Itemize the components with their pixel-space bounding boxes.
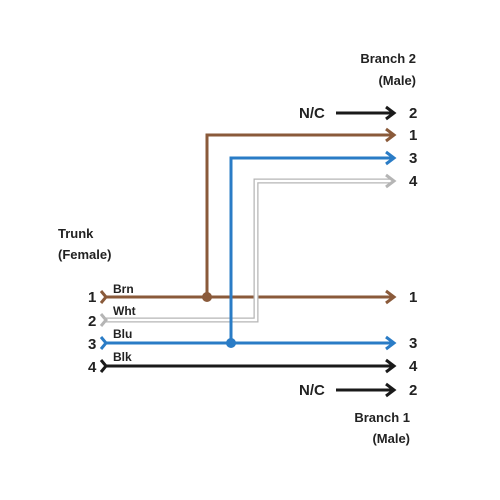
branch1-nc-label: N/C: [299, 382, 325, 399]
brown-wire-arrow-branch2: [385, 127, 397, 143]
branch2-title: Branch 2: [360, 51, 416, 66]
wire-label-white: Wht: [113, 304, 136, 318]
branch1-pin-label: 4: [409, 358, 418, 375]
branch2-pin-label: 4: [409, 173, 418, 190]
branch2-pin-label: 1: [409, 127, 417, 144]
white-wire: [99, 173, 397, 327]
trunk-subtitle: (Female): [58, 247, 111, 262]
wire-label-brown: Brn: [113, 282, 134, 296]
white-wire-outline: [104, 178, 392, 323]
blue-wire-arrow-branch2: [385, 150, 397, 166]
branch1-pin-label: 2: [409, 382, 417, 399]
wire-label-blue: Blu: [113, 327, 132, 341]
brown-wire: [99, 127, 397, 305]
branch2-nc-label: N/C: [299, 105, 325, 122]
blue-wire-arrow-branch1: [385, 335, 397, 351]
white-wire-arrow-branch2: [385, 173, 397, 189]
brown-wire-junction-dot: [202, 292, 212, 302]
trunk-title: Trunk: [58, 226, 94, 241]
black-wire-arrow-branch1: [385, 358, 397, 374]
nc-arrow-branch1: [336, 382, 397, 398]
branch2-pin-label: 2: [409, 105, 417, 122]
trunk-pin-label: 3: [88, 336, 96, 353]
wire-label-black: Blk: [113, 350, 132, 364]
branch1-pin-label: 3: [409, 335, 417, 352]
branch1-subtitle: (Male): [372, 431, 410, 446]
blue-wire: [99, 150, 397, 351]
trunk-pin-label: 2: [88, 313, 96, 330]
brown-wire-tap-line: [205, 133, 392, 297]
white-wire-core: [104, 179, 392, 322]
brown-wire-arrow-branch1: [385, 289, 397, 305]
white-wire-trunk-chevron: [99, 313, 108, 327]
nc-arrow-branch2: [336, 105, 397, 121]
black-wire: [99, 358, 397, 374]
blue-wire-junction-dot: [226, 338, 236, 348]
blue-wire-tap-line: [229, 156, 392, 343]
branch1-pin-label: 1: [409, 289, 417, 306]
branch2-pin-label: 3: [409, 150, 417, 167]
trunk-pin-label: 4: [88, 359, 97, 376]
trunk-pin-label: 1: [88, 289, 96, 306]
branch2-subtitle: (Male): [378, 73, 416, 88]
branch1-title: Branch 1: [354, 410, 410, 425]
